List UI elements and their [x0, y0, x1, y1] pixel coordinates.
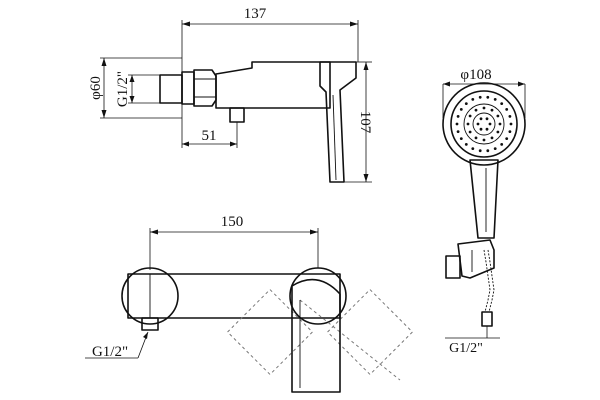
head-outer-ring [442, 82, 526, 166]
front-lever [291, 278, 341, 393]
front-right-flange [289, 267, 347, 325]
nozzle-dot [500, 143, 504, 146]
nozzle-dot [464, 143, 468, 146]
front-view: 150 G1/2" [85, 214, 414, 393]
front-left-flange [121, 267, 179, 325]
nozzle-dot [493, 98, 497, 101]
handle [469, 159, 499, 239]
nozzle-dot [482, 106, 486, 110]
nozzle-dot [485, 127, 489, 131]
dim-side-thread: G1/2" [115, 71, 131, 107]
nozzle-dot [505, 137, 509, 141]
nozzle-dot [509, 122, 513, 126]
nozzle-dot [496, 114, 500, 118]
dim-front-thread: G1/2" [92, 344, 128, 360]
nozzle-dot [468, 114, 472, 118]
nozzle-dot [508, 115, 512, 118]
nozzle-dot [459, 108, 463, 111]
nozzle-dot [488, 122, 492, 126]
nozzle-dot [479, 127, 483, 131]
nozzle-dot [486, 149, 490, 153]
nozzle-dot [478, 149, 482, 153]
shower-hose [483, 249, 495, 313]
nozzle-dot [482, 138, 486, 142]
nozzle-dot [474, 136, 478, 140]
side-lever [319, 61, 357, 183]
hose-nut [481, 311, 493, 327]
nozzle-dot [455, 122, 459, 126]
wall-bracket [457, 239, 495, 279]
nozzle-dot [466, 122, 470, 126]
nozzle-dot [496, 130, 500, 134]
nozzle-dot [490, 136, 494, 140]
nozzle-dot [498, 122, 502, 126]
dim-side-diameter: φ60 [88, 76, 104, 100]
nozzle-dot [490, 108, 494, 112]
dim-hose-thread: G1/2" [449, 341, 483, 356]
nozzle-dot [500, 102, 504, 105]
nozzle-dot [471, 98, 475, 101]
side-hex-nut [193, 69, 217, 107]
side-outlet [229, 107, 245, 123]
nozzle-dot [508, 130, 512, 134]
nozzle-dot [459, 137, 463, 141]
side-valve-body [215, 61, 331, 109]
nozzle-dot [493, 147, 497, 151]
nozzle-dot [464, 102, 468, 105]
nozzle-dot [479, 117, 483, 121]
dim-side-width: 137 [244, 6, 267, 22]
dim-side-height: 107 [357, 111, 373, 134]
dim-side-offset: 51 [202, 128, 217, 144]
hose-strand [483, 249, 491, 313]
nozzle-dot [456, 115, 460, 118]
head-nozzles [455, 95, 513, 153]
nozzle-dot [478, 95, 482, 99]
dim-front-width: 150 [221, 214, 244, 230]
head-face [450, 90, 518, 158]
dim-head-diameter: φ108 [460, 67, 491, 83]
shower-head-view: φ108 G1/2" [442, 67, 526, 356]
nozzle-dot [505, 108, 509, 111]
front-outlet [141, 317, 159, 331]
side-connector-nut [181, 71, 195, 105]
bracket-plate [445, 255, 461, 279]
hose-strand [487, 249, 495, 313]
nozzle-dot [476, 122, 480, 126]
nozzle-dot [471, 147, 475, 151]
nozzle-dot [485, 117, 489, 121]
nozzle-dot [474, 108, 478, 112]
nozzle-dot [486, 95, 490, 99]
nozzle-dot [468, 130, 472, 134]
side-view: 137 φ60 G1/2" 51 107 [88, 6, 373, 183]
nozzle-dot [456, 130, 460, 134]
side-wall-plate [159, 74, 183, 104]
